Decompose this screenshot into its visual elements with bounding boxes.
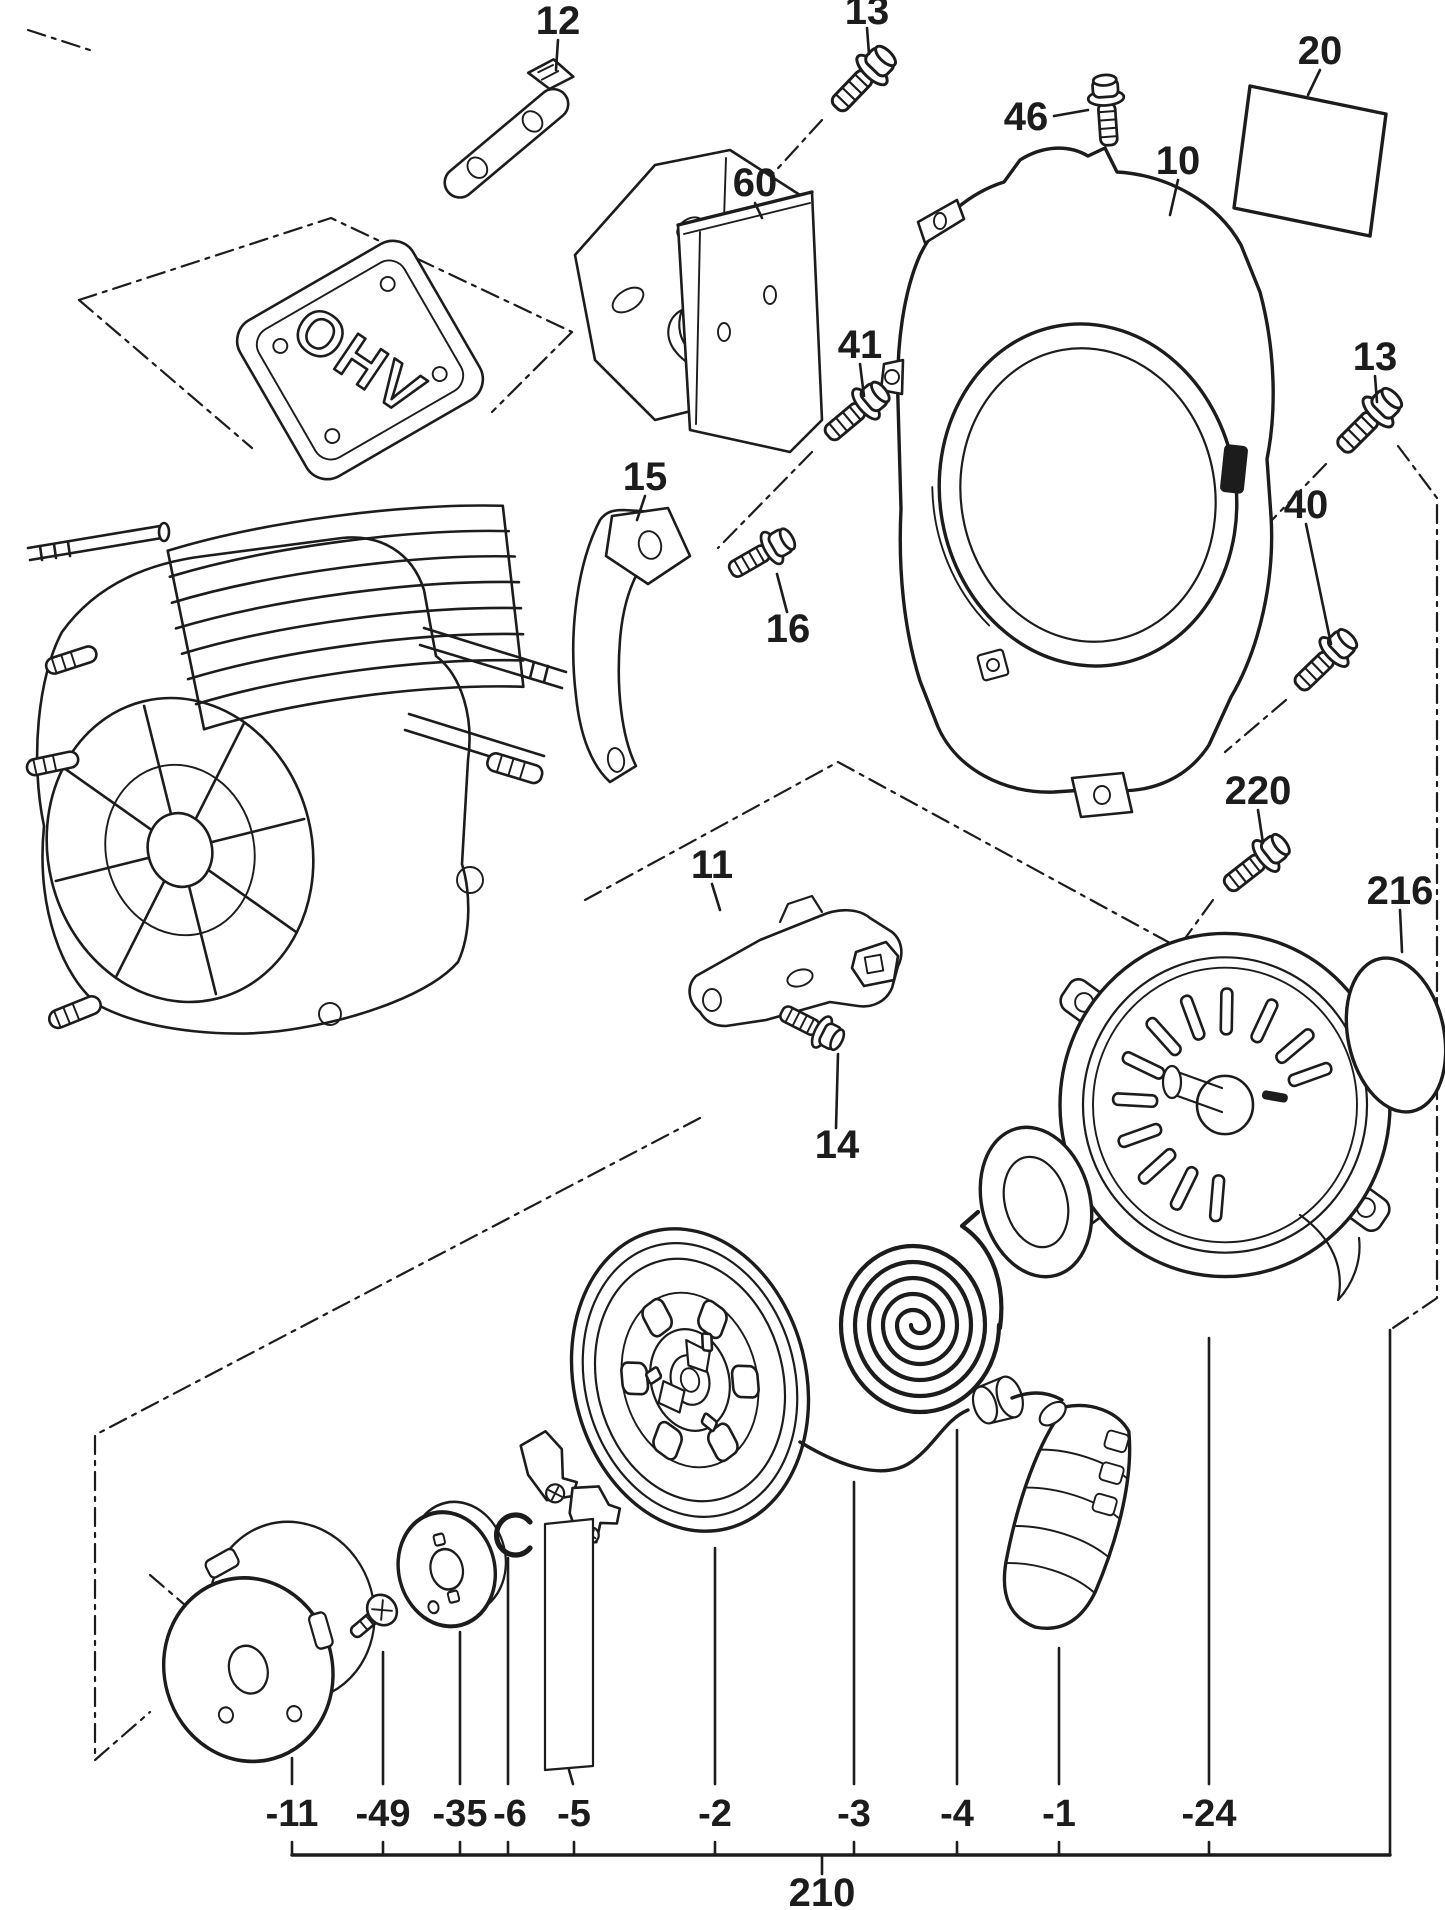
callout-neg6: -6 bbox=[493, 1793, 527, 1835]
fan-cover-10 bbox=[879, 146, 1275, 819]
callout-13-right: 13 bbox=[1353, 335, 1398, 379]
starter-pulley bbox=[540, 1203, 839, 1556]
caution-label-20 bbox=[1232, 84, 1388, 238]
bracket-12 bbox=[443, 58, 575, 199]
callout-11: 11 bbox=[691, 843, 733, 887]
starter-case-vents bbox=[1113, 988, 1333, 1221]
plate-60 bbox=[676, 190, 824, 454]
starter-center-post bbox=[1161, 1064, 1288, 1114]
callout-16: 16 bbox=[766, 607, 811, 651]
construction-lines bbox=[26, 28, 1439, 1762]
callout-15: 15 bbox=[623, 455, 668, 499]
bolt-13-right bbox=[1326, 378, 1412, 464]
callout-216: 216 bbox=[1367, 869, 1434, 913]
callout-14: 14 bbox=[815, 1123, 860, 1167]
callout-neg35: -35 bbox=[433, 1793, 488, 1835]
bracket-11 bbox=[688, 894, 903, 1028]
bolt-40 bbox=[1283, 620, 1366, 702]
rope-ferrule bbox=[971, 1375, 1024, 1425]
callout-46: 46 bbox=[1004, 95, 1049, 139]
starter-case bbox=[1056, 933, 1393, 1302]
callout-10: 10 bbox=[1156, 139, 1201, 183]
starter-rope bbox=[798, 1375, 1064, 1473]
bottom-callout-bracket bbox=[290, 1328, 1392, 1876]
starter-grip bbox=[1002, 1400, 1132, 1630]
flywheel-web bbox=[15, 669, 345, 1030]
ratchet-pawl-5a bbox=[519, 1429, 579, 1504]
callout-40: 40 bbox=[1284, 483, 1329, 527]
callout-neg49: -49 bbox=[356, 1793, 411, 1835]
callout-41: 41 bbox=[838, 323, 883, 367]
callout-labels: 12 13 46 20 10 60 41 13 15 16 40 11 220 … bbox=[266, 0, 1434, 1910]
snap-ring-6 bbox=[494, 1512, 533, 1558]
pawl-spring-wire bbox=[1298, 1213, 1361, 1302]
callout-20: 20 bbox=[1298, 29, 1343, 73]
bolt-220 bbox=[1214, 824, 1299, 903]
callout-neg24: -24 bbox=[1182, 1793, 1237, 1835]
stay-15 bbox=[571, 506, 692, 784]
recoil-spring bbox=[838, 1209, 1004, 1415]
callout-13-top: 13 bbox=[845, 0, 890, 33]
friction-ring bbox=[978, 1125, 1094, 1279]
cylinder-fins bbox=[166, 504, 525, 731]
engine-assembly: OHV bbox=[15, 239, 568, 1035]
callout-neg4: -4 bbox=[940, 1793, 974, 1835]
callout-60: 60 bbox=[733, 161, 778, 205]
friction-plate-35 bbox=[396, 1500, 507, 1629]
valve-cover: OHV bbox=[235, 239, 485, 481]
callout-neg5: -5 bbox=[557, 1793, 591, 1835]
bolt-13-top bbox=[820, 36, 906, 123]
callout-neg1: -1 bbox=[1042, 1793, 1076, 1835]
callout-neg2: -2 bbox=[698, 1793, 732, 1835]
push-rod bbox=[26, 521, 171, 562]
callout-210-assembly: 210 bbox=[789, 1871, 856, 1910]
pawl-leader-box bbox=[543, 1517, 595, 1772]
bolt-46 bbox=[1085, 72, 1129, 148]
stud-bolts-right bbox=[318, 626, 568, 1026]
callout-220: 220 bbox=[1225, 769, 1292, 813]
callout-12: 12 bbox=[536, 0, 581, 43]
leader-lines bbox=[554, 26, 1404, 1130]
screw-49 bbox=[349, 1593, 399, 1639]
stud-bolts-left bbox=[25, 645, 102, 1030]
callout-neg3: -3 bbox=[837, 1793, 871, 1835]
seal-216 bbox=[1344, 956, 1445, 1114]
starter-cup-11 bbox=[161, 1520, 376, 1764]
callout-neg11: -11 bbox=[266, 1793, 319, 1835]
